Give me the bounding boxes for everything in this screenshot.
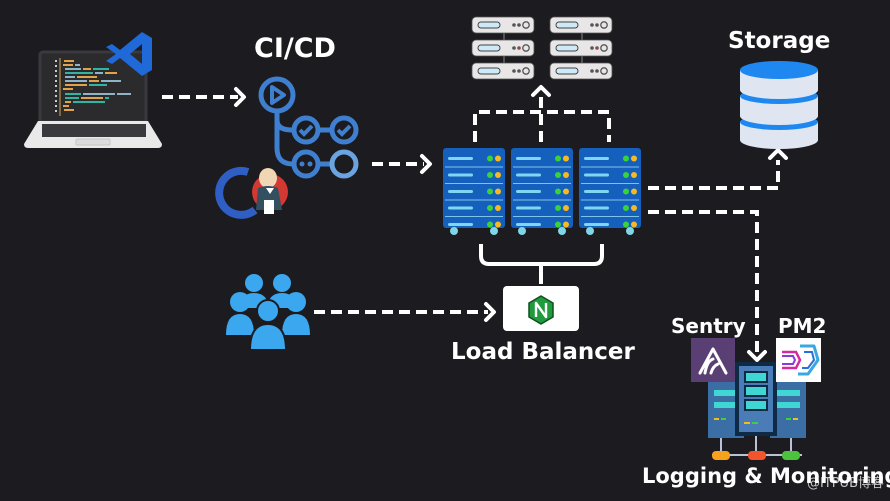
- arrow-head-cicd: [234, 87, 246, 107]
- pm2-label: PM2: [778, 314, 827, 338]
- connectors: [162, 92, 780, 352]
- server-unit-icon: [549, 39, 613, 57]
- pipeline-icon: [258, 76, 359, 179]
- monitoring-server-icon: [708, 362, 806, 460]
- users-group-icon: [226, 274, 310, 351]
- laptop-code-icon: [24, 50, 162, 148]
- vscode-icon: [106, 32, 152, 76]
- edge-servers-to-storage: [648, 160, 780, 190]
- arrow-head-nginx: [484, 302, 496, 322]
- arrow-head-scaled: [531, 85, 551, 97]
- server-rack-icon: [579, 148, 641, 235]
- database-icon: [740, 61, 818, 149]
- sentry-icon: [691, 338, 735, 382]
- arrow-head-monitoring: [747, 350, 767, 362]
- nginx-icon: [503, 286, 579, 331]
- server-unit-icon: [471, 39, 535, 57]
- edge-servers-to-scaled: [473, 110, 611, 142]
- watermark: @ITPUB博客: [806, 476, 884, 491]
- logging-monitoring-label: Logging & Monitoring: [642, 464, 890, 488]
- pipeline-dot: [307, 161, 313, 167]
- app-servers: [443, 148, 641, 235]
- server-unit-icon: [471, 16, 535, 34]
- arrowheads: [234, 85, 788, 362]
- edge-nginx-to-servers: [479, 244, 604, 284]
- github-icon: [215, 166, 258, 219]
- server-unit-icon: [549, 16, 613, 34]
- server-rack-icon: [511, 148, 573, 235]
- jenkins-icon: [252, 168, 288, 214]
- pm2-icon: [776, 338, 821, 382]
- pipeline-dot: [299, 161, 305, 167]
- server-rack-icon: [443, 148, 505, 235]
- load-balancer-label: Load Balancer: [451, 339, 635, 365]
- arrow-head-storage: [768, 148, 788, 160]
- arrow-head-servers: [420, 154, 432, 174]
- server-unit-icon: [549, 62, 613, 80]
- sentry-label: Sentry: [671, 314, 746, 338]
- server-stack-icon: [471, 16, 613, 80]
- server-unit-icon: [471, 62, 535, 80]
- cicd-label: CI/CD: [254, 33, 336, 64]
- storage-label: Storage: [728, 28, 831, 54]
- edge-servers-to-monitoring: [648, 210, 759, 352]
